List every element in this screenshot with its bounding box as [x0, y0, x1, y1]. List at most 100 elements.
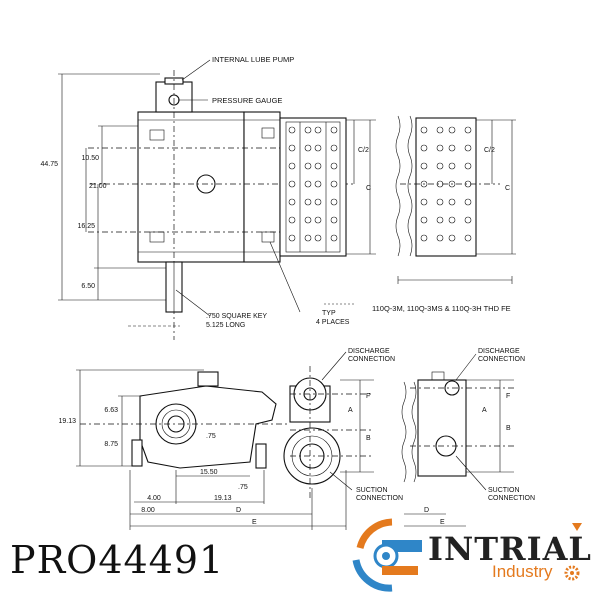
- bolt-head: [314, 162, 322, 170]
- bolt-head: [330, 126, 338, 134]
- logo-name: INTRIAL: [428, 530, 592, 568]
- bolt-head: [304, 234, 312, 242]
- label-internal-lube-pump: INTERNAL LUBE PUMP: [212, 55, 294, 64]
- dim-4-00: 4.00: [147, 495, 161, 502]
- dim-d-side: D: [236, 507, 241, 514]
- bolt-head: [420, 198, 428, 206]
- label-suction-connection-1: SUCTION: [356, 487, 388, 494]
- bolt-head: [314, 180, 322, 188]
- bolt-head: [330, 144, 338, 152]
- dim-f-alt: F: [506, 393, 510, 400]
- bolt-head: [436, 162, 444, 170]
- side-view: 19.13 6.63 8.75 .75 .75 15.50 4.00 19.13…: [58, 348, 403, 530]
- dim-0-75-b: .75: [238, 484, 248, 491]
- dim-e-alt: E: [440, 519, 445, 526]
- label-square-key-2: 5.125 LONG: [206, 322, 245, 329]
- dim-16-25: 16.25: [77, 223, 95, 230]
- bolt-head: [464, 144, 472, 152]
- label-alt-suction-1: SUCTION: [488, 487, 520, 494]
- label-pressure-gauge: PRESSURE GAUGE: [212, 96, 282, 105]
- alt-fluid-end-bolts: [420, 126, 472, 242]
- bolt-head: [288, 180, 296, 188]
- bolt-head: [314, 144, 322, 152]
- bolt-head: [448, 162, 456, 170]
- bolt-head: [330, 162, 338, 170]
- crankcase-body: [137, 111, 245, 263]
- bolt-head: [304, 216, 312, 224]
- label-model-list: 110Q-3M, 110Q-3MS & 110Q-3H THD FE: [372, 304, 511, 313]
- label-discharge-connection-1: DISCHARGE: [348, 348, 390, 355]
- dim-19-13-vertical: 19.13: [58, 418, 76, 425]
- bolt-head: [304, 162, 312, 170]
- side-foot-right: [255, 443, 267, 469]
- dim-b-side: B: [366, 435, 371, 442]
- bolt-head: [436, 216, 444, 224]
- bolt-head: [288, 144, 296, 152]
- bolt-head: [436, 198, 444, 206]
- label-4-places: 4 PLACES: [316, 319, 350, 326]
- bolt-head: [288, 234, 296, 242]
- bolt-head: [314, 198, 322, 206]
- dim-c-half-left: C/2: [358, 147, 369, 154]
- bolt-head: [314, 126, 322, 134]
- bolt-head: [330, 216, 338, 224]
- bolt-head: [420, 162, 428, 170]
- dim-8-00: 8.00: [141, 507, 155, 514]
- bolt-head: [448, 216, 456, 224]
- label-typ: TYP: [322, 310, 336, 317]
- side-foot-left: [131, 439, 143, 467]
- bolt-head: [464, 234, 472, 242]
- label-alt-discharge-2: CONNECTION: [478, 356, 525, 363]
- part-number: PRO44491: [10, 538, 225, 582]
- bolt-head: [448, 126, 456, 134]
- registered-mark: [572, 523, 582, 531]
- bolt-head: [314, 234, 322, 242]
- logo-subtitle: Industry: [492, 562, 553, 581]
- bolt-head: [420, 216, 428, 224]
- bolt-head: [448, 180, 456, 188]
- dim-6-63: 6.63: [104, 407, 118, 414]
- bolt-head: [304, 180, 312, 188]
- bolt-head: [288, 216, 296, 224]
- bolt-head: [420, 180, 428, 188]
- alt-side-view: F A B DISCHARGE CONNECTION SUCTION CONNE…: [401, 348, 535, 527]
- bolt-head: [448, 144, 456, 152]
- dim-6-50: 6.50: [81, 283, 95, 290]
- side-lube-pump: [197, 371, 219, 387]
- bolt-head: [436, 234, 444, 242]
- bolt-head: [420, 126, 428, 134]
- bolt-head: [436, 144, 444, 152]
- bolt-head: [288, 126, 296, 134]
- dim-a-side: A: [348, 407, 353, 414]
- label-alt-suction-2: CONNECTION: [488, 495, 535, 502]
- fluid-end-bolts: [288, 126, 338, 242]
- bolt-head: [304, 126, 312, 134]
- logo-emblem: [352, 518, 422, 592]
- bolt-head: [436, 126, 444, 134]
- dim-c-left: C: [366, 185, 371, 192]
- dim-15-50: 15.50: [200, 469, 218, 476]
- gear-icon: [564, 565, 580, 581]
- bolt-head: [464, 216, 472, 224]
- bolt-head: [314, 216, 322, 224]
- bolt-head: [464, 126, 472, 134]
- bolt-head: [288, 198, 296, 206]
- bolt-head: [420, 144, 428, 152]
- bolt-head: [304, 144, 312, 152]
- label-alt-discharge-1: DISCHARGE: [478, 348, 520, 355]
- dim-8-75: 8.75: [104, 441, 118, 448]
- dim-10-50: 10.50: [81, 155, 99, 162]
- dim-c-right: C: [505, 185, 510, 192]
- bolt-head: [330, 234, 338, 242]
- bolt-head: [420, 234, 428, 242]
- dim-c-half-right: C/2: [484, 147, 495, 154]
- label-suction-connection-2: CONNECTION: [356, 495, 403, 502]
- dim-d-alt: D: [424, 507, 429, 514]
- dim-b-alt: B: [506, 425, 511, 432]
- bolt-head: [330, 180, 338, 188]
- bolt-head: [288, 162, 296, 170]
- dim-e-side: E: [252, 519, 257, 526]
- bolt-head: [304, 198, 312, 206]
- bolt-head: [448, 234, 456, 242]
